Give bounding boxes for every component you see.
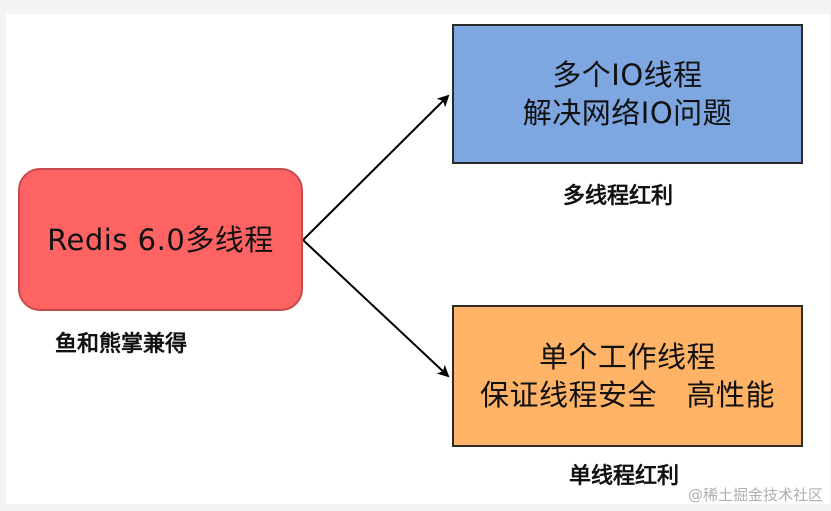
node-label: 单个工作线程 xyxy=(538,340,716,374)
multi-io-thread-node: 多个IO线程 解决网络IO问题 xyxy=(452,24,803,164)
arrow-redis-to-multi-io xyxy=(302,94,450,241)
single-worker-node-caption: 单线程红利 xyxy=(569,464,680,489)
node-label: 解决网络IO问题 xyxy=(522,96,733,130)
single-worker-thread-node: 单个工作线程 保证线程安全 高性能 xyxy=(452,305,803,447)
node-label: 保证线程安全 高性能 xyxy=(479,378,775,412)
watermark: @稀土掘金技术社区 xyxy=(687,486,823,504)
multi-io-node-caption: 多线程红利 xyxy=(563,184,674,209)
node-label: Redis 6.0多线程 xyxy=(47,222,274,257)
redis-node-caption: 鱼和熊掌兼得 xyxy=(55,332,188,357)
arrow-redis-to-single-worker xyxy=(302,239,450,378)
redis-multithread-node: Redis 6.0多线程 xyxy=(18,168,303,311)
node-label: 多个IO线程 xyxy=(552,58,703,92)
